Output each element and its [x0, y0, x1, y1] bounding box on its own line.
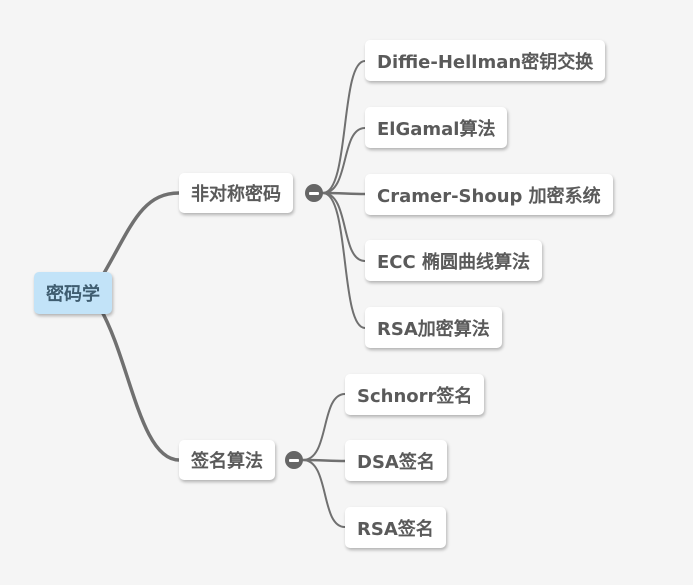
- leaf-label: Diffie-Hellman密钥交换: [377, 51, 594, 73]
- root-label: 密码学: [46, 284, 100, 305]
- minus-circle-icon[interactable]: [305, 184, 323, 202]
- branch-node-signature[interactable]: 签名算法: [179, 440, 275, 480]
- branch-label: 签名算法: [191, 451, 263, 472]
- link-sign-1: [302, 393, 346, 461]
- root-node[interactable]: 密码学: [34, 272, 112, 314]
- leaf-label: RSA加密算法: [377, 318, 490, 340]
- leaf-label: ElGamal算法: [377, 118, 496, 140]
- leaf-node[interactable]: RSA签名: [345, 507, 446, 548]
- leaf-node[interactable]: Diffie-Hellman密钥交换: [365, 40, 606, 81]
- link-asym-4: [322, 192, 366, 262]
- leaf-node[interactable]: DSA签名: [345, 440, 447, 481]
- leaf-label: ECC 椭圆曲线算法: [377, 251, 530, 273]
- leaf-label: DSA签名: [357, 451, 435, 473]
- leaf-node[interactable]: RSA加密算法: [365, 307, 502, 348]
- link-asym-2: [322, 127, 366, 194]
- leaf-node[interactable]: Cramer-Shoup 加密系统: [365, 174, 613, 215]
- link-asym-5: [322, 192, 366, 329]
- link-sign-3: [302, 459, 346, 528]
- minus-circle-icon[interactable]: [285, 451, 303, 469]
- leaf-node[interactable]: Schnorr签名: [345, 374, 485, 415]
- leaf-label: Schnorr签名: [357, 385, 473, 407]
- leaf-label: RSA签名: [357, 518, 434, 540]
- leaf-node[interactable]: ElGamal算法: [365, 107, 508, 148]
- leaf-node[interactable]: ECC 椭圆曲线算法: [365, 240, 542, 281]
- leaf-label: Cramer-Shoup 加密系统: [377, 185, 601, 207]
- link-asym-1: [322, 60, 366, 194]
- link-root-asym: [98, 191, 181, 282]
- link-root-sign: [98, 306, 181, 462]
- branch-node-asymmetric[interactable]: 非对称密码: [179, 173, 293, 213]
- branch-label: 非对称密码: [191, 184, 281, 205]
